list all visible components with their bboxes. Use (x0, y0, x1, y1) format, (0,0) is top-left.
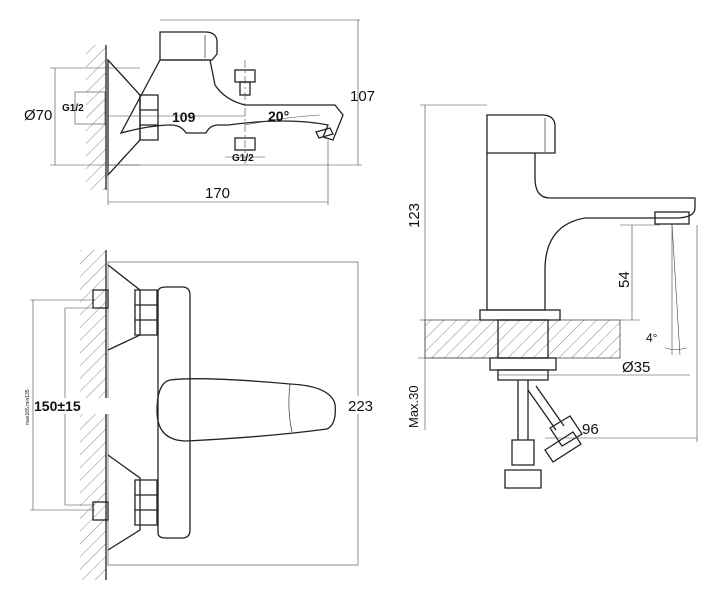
mounting-nut (489, 357, 557, 371)
basin-body-spout (486, 153, 696, 311)
spout-height-54-label: 54 (616, 271, 633, 288)
height-107-label: 107 (350, 88, 375, 105)
diameter-35-label: Ø35 (622, 359, 650, 376)
wall-hatch (86, 45, 106, 190)
bath-mixer-front-view: max165,min135 150±15 223 (25, 250, 380, 580)
thread-g12-left-label: G1/2 (62, 103, 84, 114)
diameter-70-label: Ø70 (24, 107, 52, 124)
mixer-body-front (157, 286, 191, 539)
top-nut (134, 289, 158, 336)
thread-g12-bottom-label: G1/2 (232, 153, 254, 164)
angle-20-label: 20° (268, 108, 289, 124)
countertop-hatch (425, 320, 620, 358)
basin-mixer-side-view: 123 54 4° Ø35 Max.30 96 (406, 104, 698, 489)
lever-handle-front[interactable] (156, 378, 336, 442)
basin-lever[interactable] (486, 114, 556, 154)
width-223-label: 223 (348, 398, 373, 415)
bath-mixer-side-view: Ø70 G1/2 109 20° G1/2 170 107 (24, 19, 375, 205)
outlet-thread (234, 137, 256, 151)
mixer-body-spout (119, 59, 344, 141)
reach-96-label: 96 (582, 421, 599, 438)
length-109-label: 109 (172, 109, 196, 125)
overall-frame (107, 261, 359, 566)
connection-nut (139, 94, 159, 141)
spacing-range-label: max165,min135 (25, 389, 31, 425)
wall-flange (107, 58, 141, 177)
max-thickness-label: Max.30 (406, 385, 421, 428)
spacing-150-label: 150±15 (34, 398, 81, 414)
height-123-label: 123 (406, 203, 423, 228)
bottom-nut (134, 479, 158, 526)
supply-hose-left (517, 380, 529, 440)
supply-hose-right (527, 385, 565, 431)
lever-handle[interactable] (159, 31, 218, 61)
total-length-170-label: 170 (205, 185, 230, 202)
angle-4-label: 4° (646, 331, 658, 345)
